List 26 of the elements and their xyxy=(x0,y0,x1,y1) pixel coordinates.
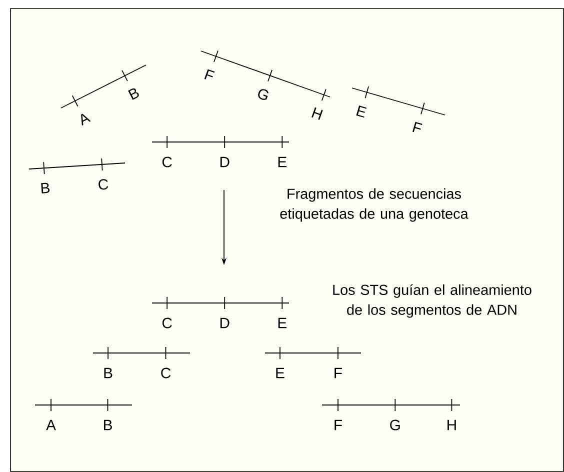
sts-label: G xyxy=(258,89,268,100)
sts-label: C xyxy=(162,318,172,328)
sts-label: C xyxy=(98,179,108,190)
sts-label: E xyxy=(276,368,284,378)
sts-label: H xyxy=(312,107,323,120)
sts-label: A xyxy=(81,114,91,126)
caption-text: Fragmentos de secuencias etiquetadas de una genoteca xyxy=(280,188,468,222)
sts-label: A xyxy=(46,420,56,430)
sts-label: B xyxy=(128,88,139,100)
sts-label: F xyxy=(334,368,342,378)
sts-label: F xyxy=(412,122,422,132)
sts-label: C xyxy=(161,368,171,378)
sts-label: E xyxy=(356,106,367,118)
sts-label: C xyxy=(162,156,172,168)
sts-label: D xyxy=(220,318,230,328)
sts-label: F xyxy=(204,69,215,80)
sts-label: D xyxy=(220,156,230,168)
sts-label: B xyxy=(41,182,50,194)
sts-label: F xyxy=(334,420,342,430)
caption-text: Los STS guían el alineamiento de los segmentos de ADN xyxy=(333,284,532,318)
sts-label: H xyxy=(448,420,456,430)
sts-label: E xyxy=(278,318,286,328)
sts-label: E xyxy=(278,156,286,168)
sts-label: B xyxy=(104,368,112,378)
sts-label: G xyxy=(390,420,400,430)
sts-label: B xyxy=(104,420,112,430)
